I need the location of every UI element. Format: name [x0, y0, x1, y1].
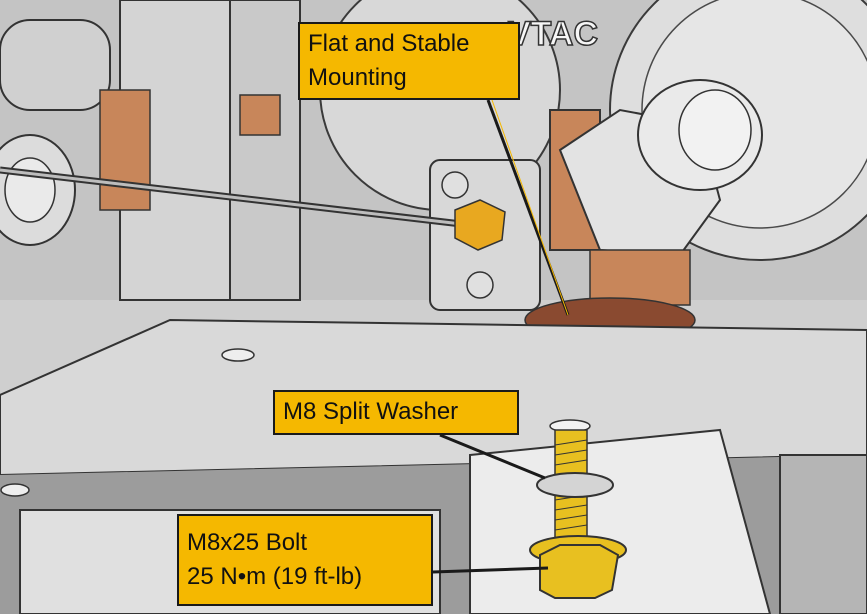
socket-bolt-upper: [441, 171, 469, 199]
callout-split-washer: M8 Split Washer: [273, 390, 519, 435]
probe-rod-highlight: [0, 168, 471, 227]
copper-seal-left: [99, 89, 151, 211]
lower-bracket-right: [469, 428, 772, 614]
vertical-pillar-2: [229, 0, 301, 301]
an-fitting-bore: [678, 89, 752, 171]
copper-seal-lower: [589, 249, 691, 306]
callout-bolt-line1: M8x25 Bolt: [187, 529, 308, 556]
bolt-threads: [554, 439, 588, 531]
callout-flat-mounting-line2: Mounting: [308, 64, 407, 91]
pointer-split-washer: [439, 433, 546, 480]
split-washer: [536, 472, 614, 498]
callout-flat-mounting-line1: Flat and Stable: [308, 30, 470, 57]
callout-flat-mounting: Flat and Stable Mounting: [298, 22, 520, 100]
pointer-flat-mounting-fill: [491, 99, 569, 316]
plate-hole-left: [0, 483, 30, 497]
gold-nut: [454, 199, 506, 251]
brand-text: VTAC: [508, 15, 598, 53]
callout-bolt-line2: 25 N•m (19 ft-lb): [187, 563, 363, 590]
banjo-fitting-inner: [4, 157, 56, 223]
socket-bolt-lower: [466, 271, 494, 299]
pointer-flat-mounting: [486, 99, 570, 316]
callout-split-washer-line1: M8 Split Washer: [283, 398, 459, 425]
callout-bolt: M8x25 Bolt 25 N•m (19 ft-lb): [177, 514, 433, 606]
copper-seal-left-2: [239, 94, 281, 136]
pointer-bolt: [432, 566, 549, 574]
lower-bracket-side: [779, 454, 867, 614]
plate-hole: [221, 348, 255, 362]
bolt-head: [539, 544, 620, 599]
left-fitting: [0, 19, 111, 111]
